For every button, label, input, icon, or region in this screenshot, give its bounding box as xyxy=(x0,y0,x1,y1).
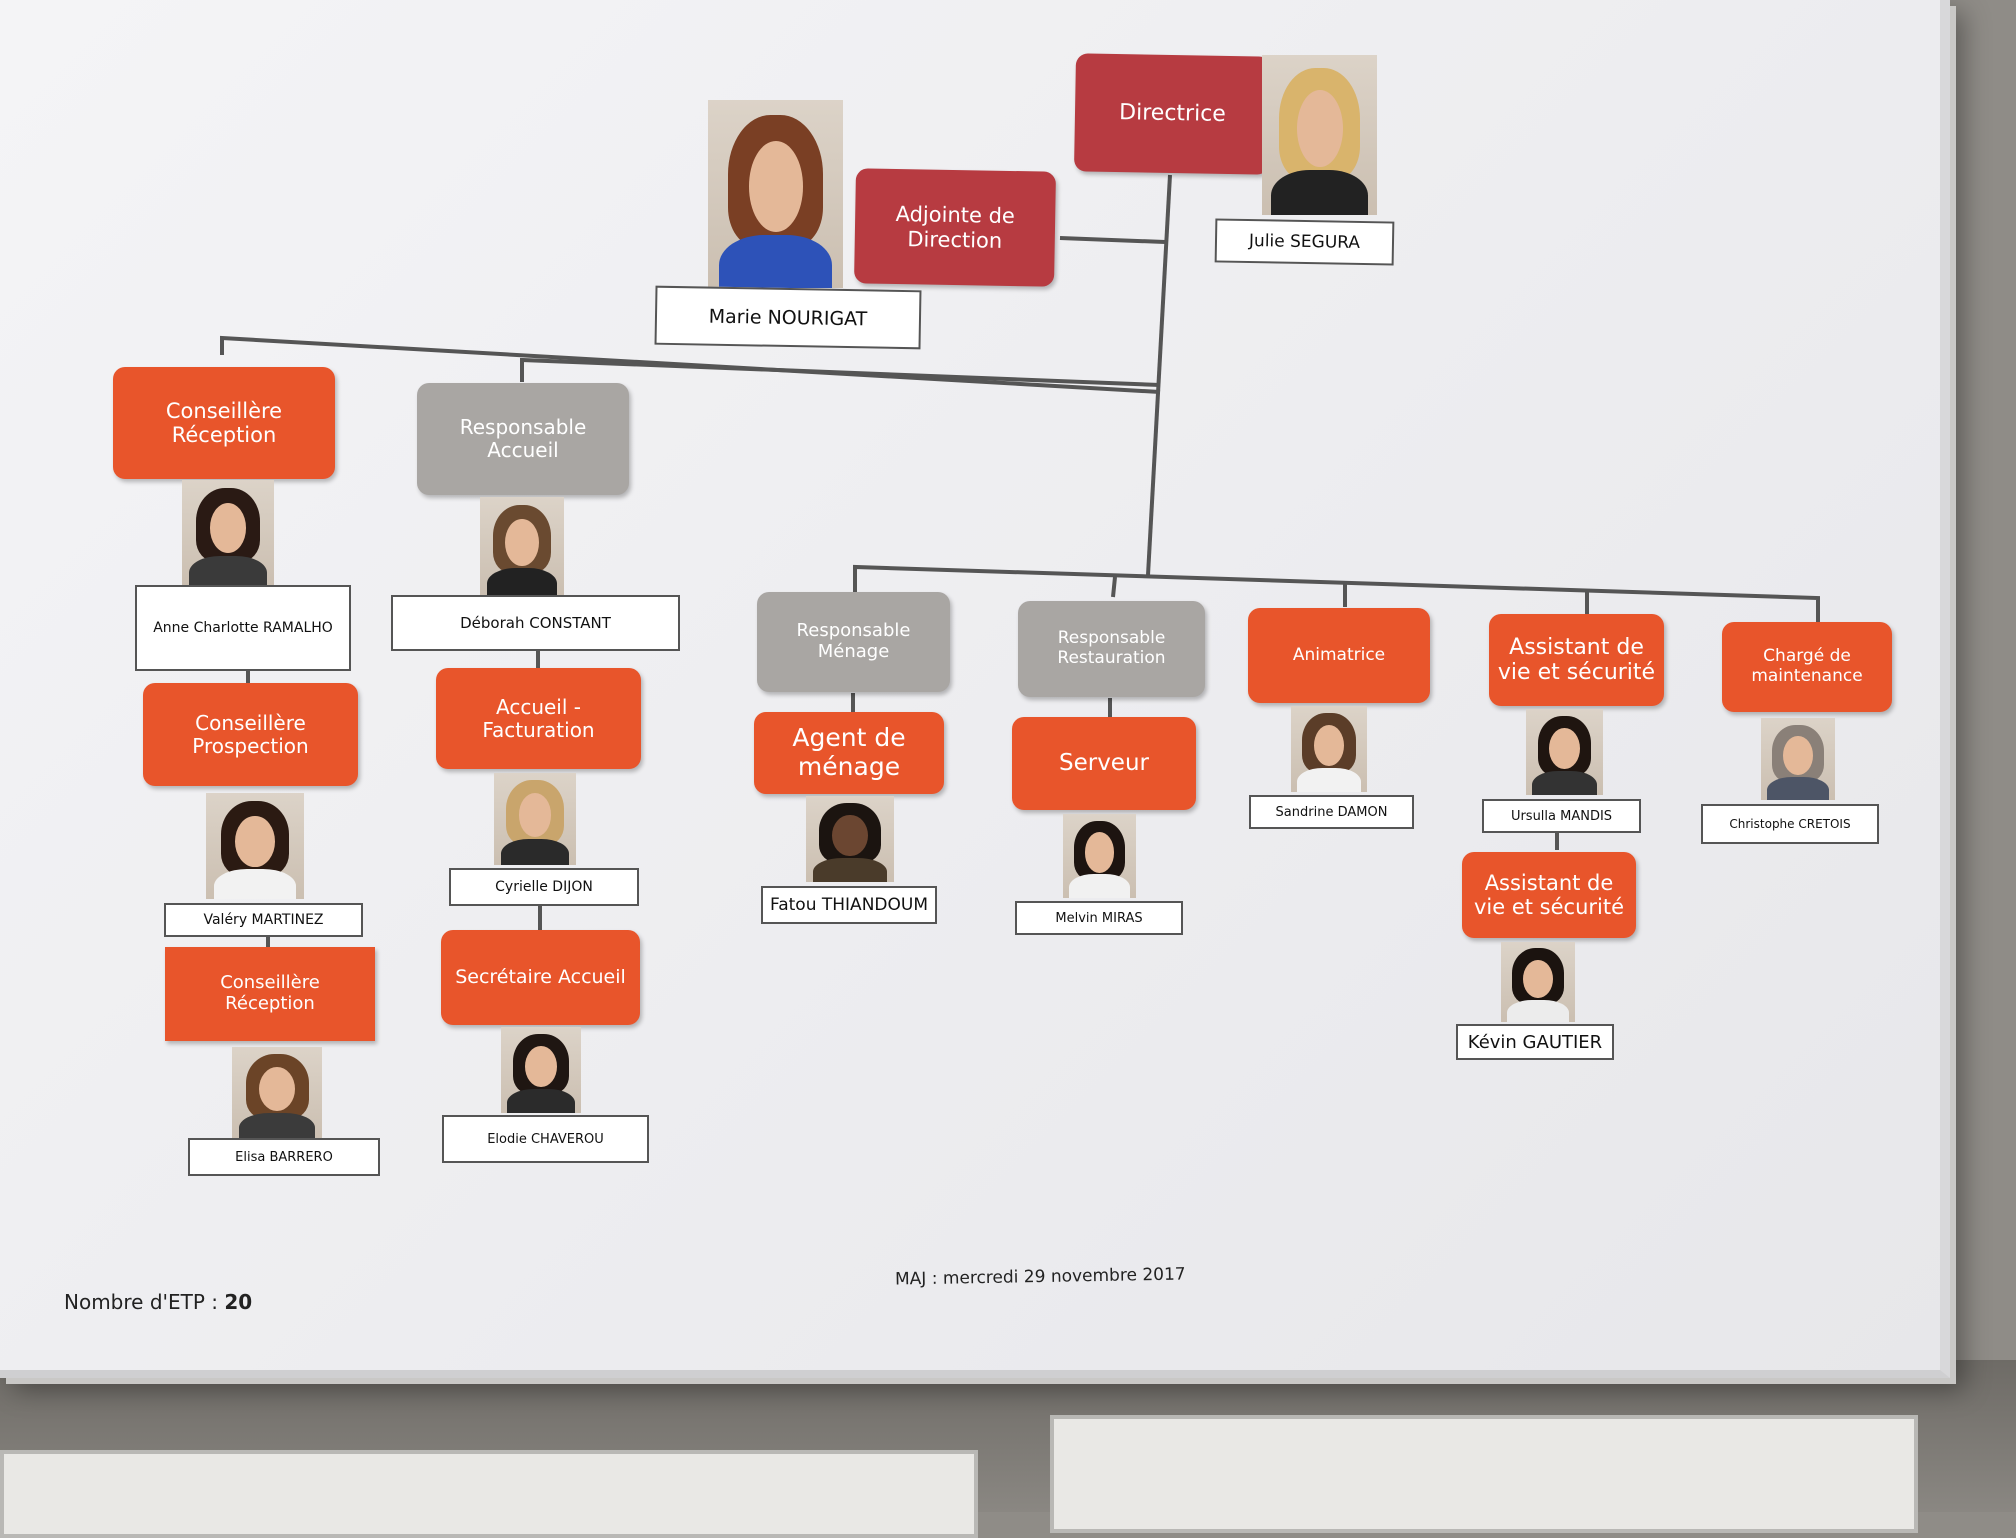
name-elodie-chaverou: Elodie CHAVEROU xyxy=(442,1115,649,1163)
name-christophe-cretois: Christophe CRETOIS xyxy=(1701,804,1879,844)
name-melvin-miras: Melvin MIRAS xyxy=(1015,901,1183,935)
name-sandrine-damon: Sandrine DAMON xyxy=(1249,795,1414,829)
photo-elisa-barrero xyxy=(232,1047,322,1139)
role-responsable-restauration: Responsable Restauration xyxy=(1018,601,1205,697)
photo-sandrine-damon xyxy=(1291,706,1367,792)
etp-label: Nombre d'ETP : xyxy=(64,1290,225,1314)
lower-frame-left xyxy=(0,1450,978,1538)
name-deborah-constant: Déborah CONSTANT xyxy=(391,595,680,651)
role-charge-maintenance: Chargé de maintenance xyxy=(1722,622,1892,712)
adjointe-connector xyxy=(1059,236,1166,244)
trunk-line xyxy=(1146,174,1172,576)
org-chart-poster: Directrice Julie SEGURA Adjointe de Dire… xyxy=(0,0,1950,1378)
name-cyrielle-dijon: Cyrielle DIJON xyxy=(449,868,639,906)
photo-kevin-gautier xyxy=(1501,942,1575,1022)
drop-restauration xyxy=(1111,576,1117,598)
role-directrice: Directrice xyxy=(1073,53,1272,175)
role-animatrice: Animatrice xyxy=(1248,608,1430,703)
name-kevin-gautier: Kévin GAUTIER xyxy=(1456,1024,1614,1060)
role-conseillere-reception-1: Conseillère Réception xyxy=(113,367,335,479)
branch-lower xyxy=(853,564,1820,625)
role-conseillere-reception-2: Conseillère Réception xyxy=(165,947,375,1041)
role-accueil-facturation: Accueil - Facturation xyxy=(436,668,641,769)
photo-marie-nourigat xyxy=(708,100,843,288)
photo-elodie-chaverou xyxy=(501,1027,581,1113)
lower-frame-right xyxy=(1050,1415,1918,1533)
name-valery-martinez: Valéry MARTINEZ xyxy=(164,903,363,937)
photo-fatou-thiandoum xyxy=(806,796,894,882)
role-conseillere-prospection: Conseillère Prospection xyxy=(143,683,358,786)
photo-cyrielle-dijon xyxy=(494,773,576,865)
role-responsable-menage: Responsable Ménage xyxy=(757,592,950,692)
photo-deborah-constant xyxy=(480,497,564,595)
role-assistant-vie-securite-2: Assistant de vie et sécurité xyxy=(1462,852,1636,938)
name-julie-segura: Julie SEGURA xyxy=(1214,218,1395,266)
role-agent-menage: Agent de ménage xyxy=(754,712,944,794)
role-adjointe-direction: Adjointe de Direction xyxy=(854,168,1056,287)
name-anne-charlotte-ramalho: Anne Charlotte RAMALHO xyxy=(135,585,351,671)
role-serveur: Serveur xyxy=(1012,717,1196,810)
role-responsable-accueil: Responsable Accueil xyxy=(417,383,629,495)
photo-melvin-miras xyxy=(1063,814,1136,898)
name-fatou-thiandoum: Fatou THIANDOUM xyxy=(761,886,937,924)
photo-ursulla-mandis xyxy=(1526,709,1603,795)
etp-value: 20 xyxy=(224,1290,253,1314)
photo-julie-segura xyxy=(1262,55,1377,215)
branch-accueil xyxy=(520,357,1161,387)
name-ursulla-mandis: Ursulla MANDIS xyxy=(1482,799,1641,833)
name-elisa-barrero: Elisa BARRERO xyxy=(188,1138,380,1176)
photo-anne-charlotte-ramalho xyxy=(182,480,274,585)
role-assistant-vie-securite-1: Assistant de vie et sécurité xyxy=(1489,614,1664,706)
etp-count: Nombre d'ETP : 20 xyxy=(64,1290,252,1314)
photo-christophe-cretois xyxy=(1761,718,1835,800)
photo-valery-martinez xyxy=(206,793,304,899)
role-secretaire-accueil: Secrétaire Accueil xyxy=(441,930,640,1025)
name-marie-nourigat: Marie NOURIGAT xyxy=(654,285,922,350)
